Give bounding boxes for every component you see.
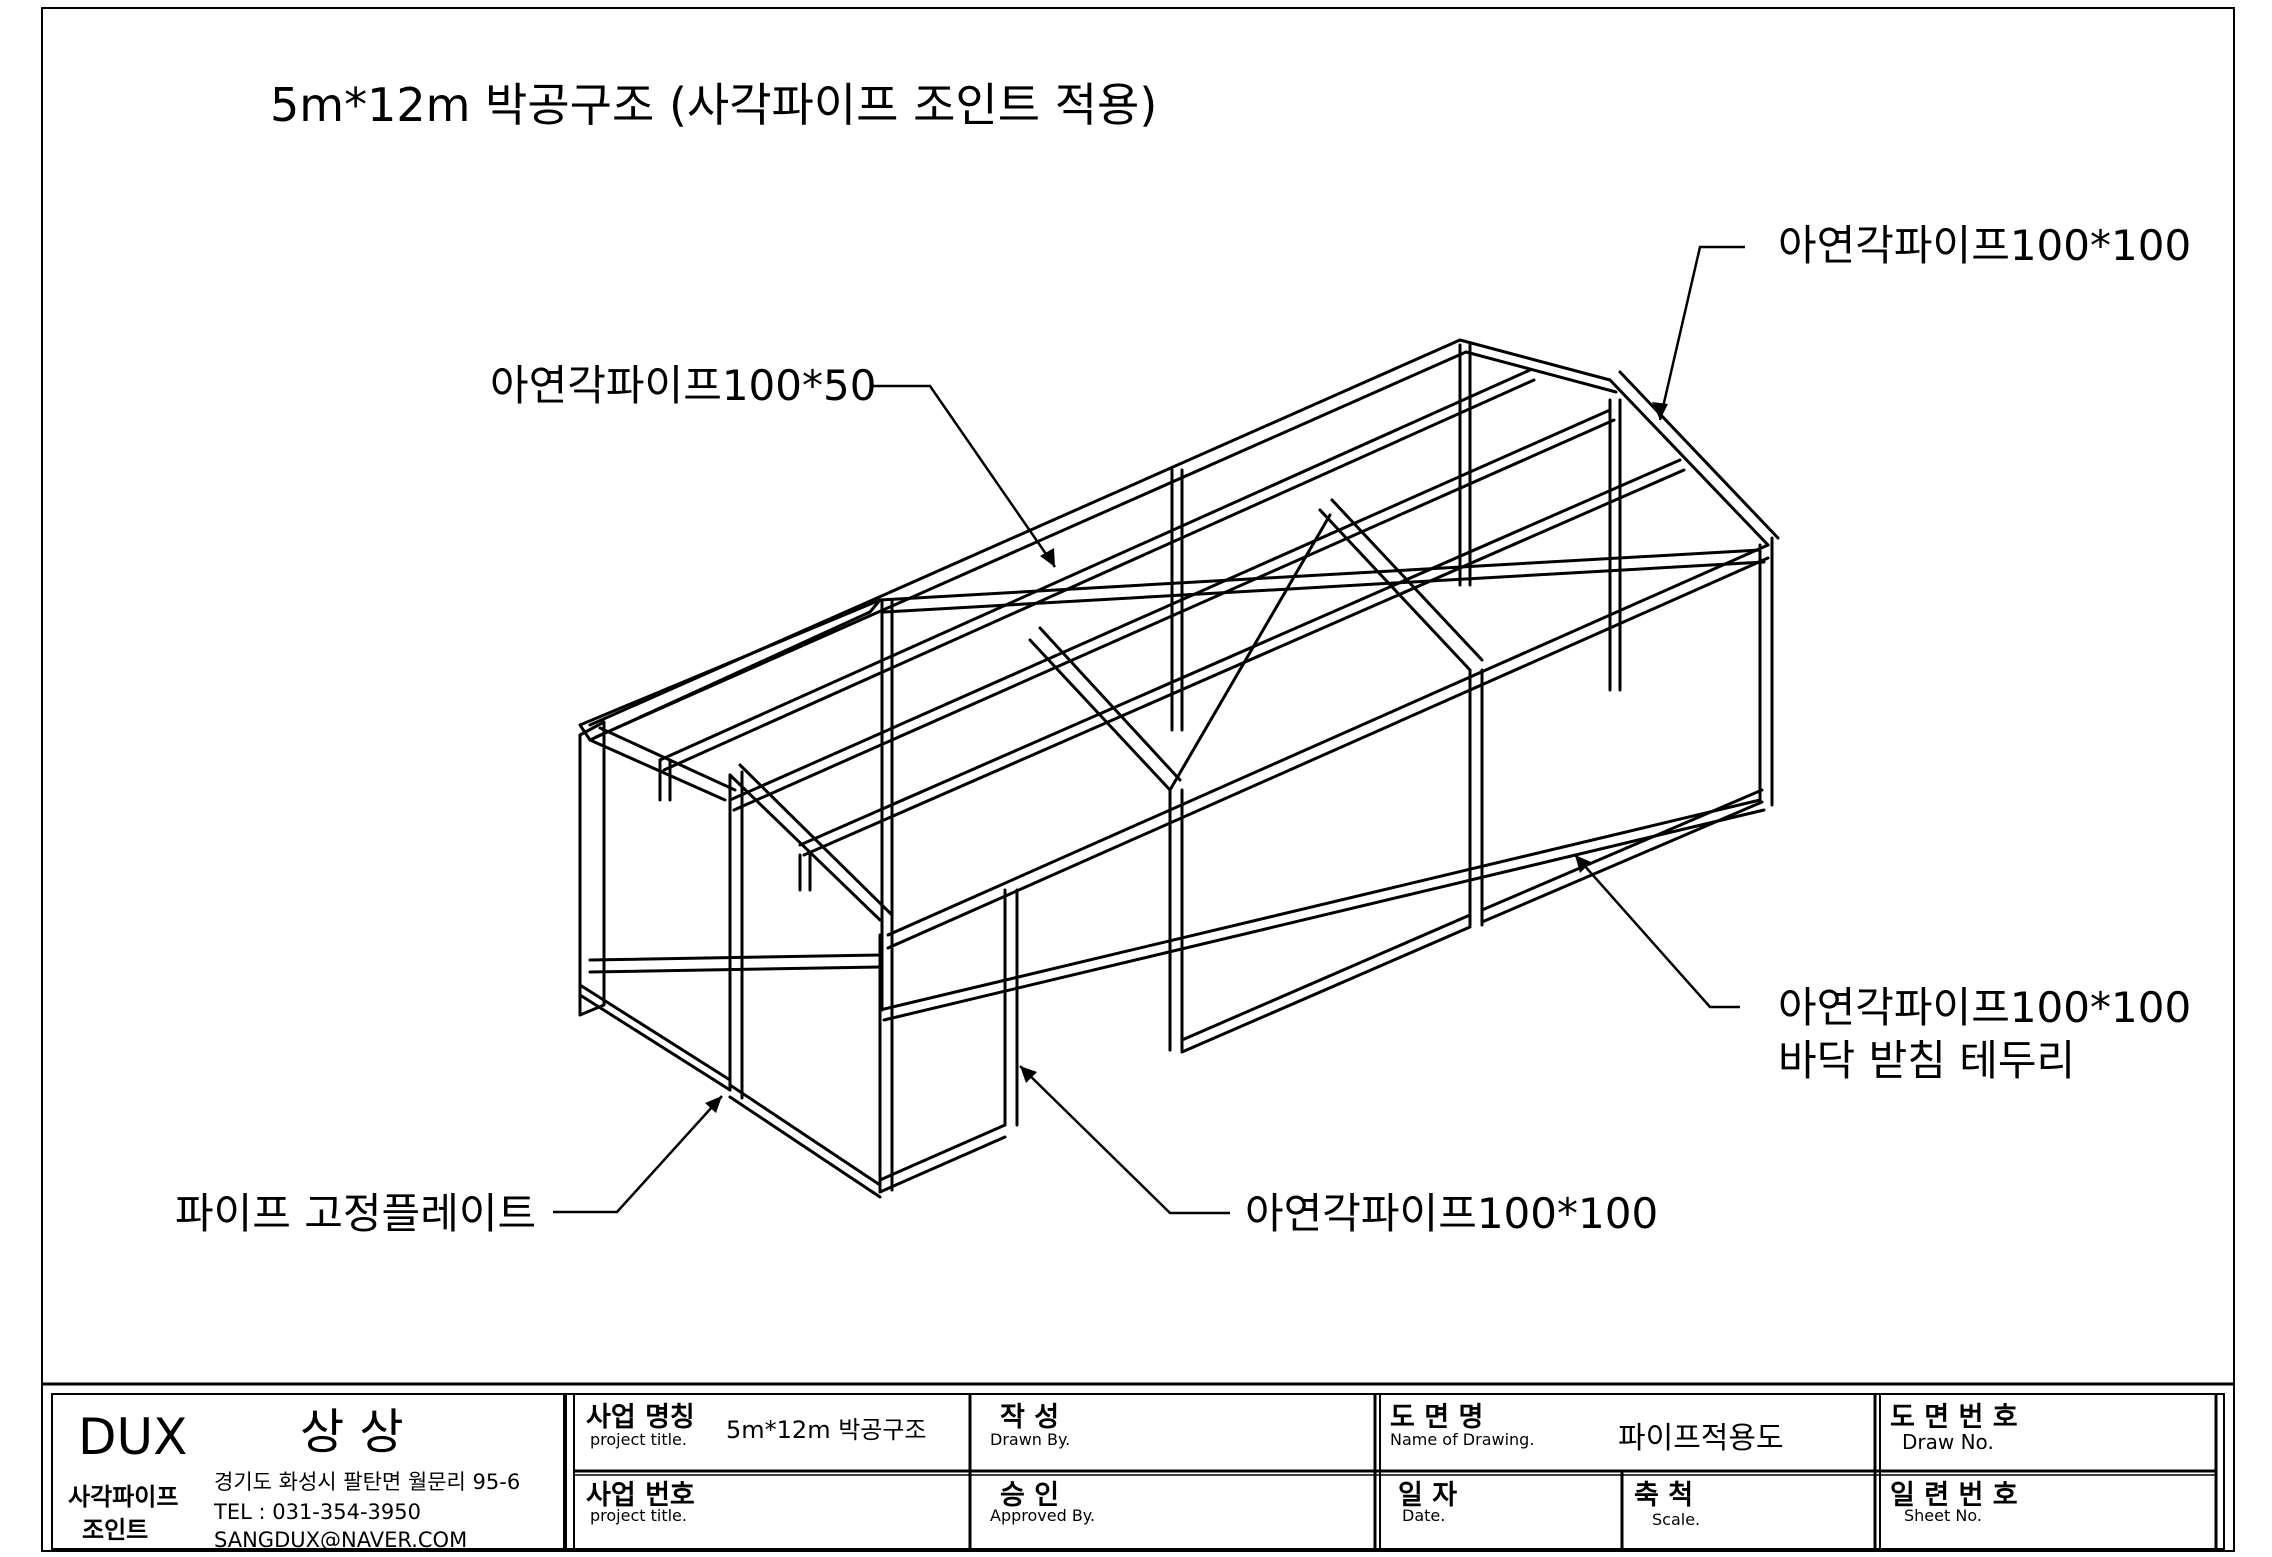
company-tel: TEL : 031-354-3950 — [214, 1500, 421, 1524]
company-email: SANGDUX@NAVER.COM — [214, 1528, 468, 1552]
date-sub: Date. — [1402, 1506, 1446, 1525]
company-product-line2: 조인트 — [82, 1516, 149, 1544]
drawn-by-label: 작 성 — [1000, 1402, 1060, 1433]
sheet-number-label: 일 련 번 호 — [1890, 1480, 2018, 1511]
project-name-sub: project title. — [590, 1430, 687, 1449]
callout-right-line1: 아연각파이프100*100 — [1778, 983, 2192, 1032]
leader-bottom-left — [553, 1095, 723, 1214]
scale-sub: Scale. — [1652, 1510, 1701, 1529]
sheet-border — [41, 7, 2235, 1552]
title-block-frame — [42, 1382, 2234, 1550]
front-gable-1 — [728, 763, 1019, 1199]
front-base-rail — [1168, 788, 1764, 1054]
middle-gable — [1028, 513, 1332, 1052]
scale-label: 축 척 — [1634, 1480, 1694, 1511]
approved-by-label: 승 인 — [1000, 1480, 1060, 1511]
callout-right-line2: 바닥 받침 테두리 — [1778, 1036, 2076, 1085]
leader-top-left — [872, 384, 1057, 568]
frame-structure — [578, 338, 1780, 1199]
purlins — [658, 368, 1686, 857]
callout-top-left: 아연각파이프100*50 — [490, 361, 877, 410]
drawing-name-sub: Name of Drawing. — [1390, 1430, 1535, 1449]
drawing-name-value: 파이프적용도 — [1618, 1421, 1784, 1456]
leader-right — [1574, 854, 1740, 1009]
middle-gable-2 — [1318, 498, 1484, 927]
company-name: 상 상 — [300, 1404, 404, 1460]
project-name-value: 5m*12m 박공구조 — [726, 1416, 927, 1444]
leader-bottom-center — [1019, 1065, 1230, 1215]
company-product-line1: 사각파이프 — [68, 1483, 179, 1511]
front-eave-beam — [886, 543, 1770, 950]
drawing-name-label: 도 면 명 — [1390, 1402, 1484, 1433]
project-number-label: 사업 번호 — [586, 1480, 695, 1511]
project-number-sub: project title. — [590, 1506, 687, 1525]
approved-by-sub: Approved By. — [990, 1506, 1096, 1525]
callout-bottom-center: 아연각파이프100*100 — [1245, 1189, 1659, 1238]
date-label: 일 자 — [1398, 1480, 1458, 1511]
drawing-title: 5m*12m 박공구조 (사각파이프 조인트 적용) — [270, 78, 1158, 132]
leader-lines — [553, 245, 1745, 1215]
project-name-label: 사업 명칭 — [586, 1402, 695, 1433]
leader-top-right — [1658, 245, 1745, 421]
drawing-number-sub: Draw No. — [1902, 1430, 1994, 1454]
back-side-frame — [878, 343, 1766, 1022]
sheet-number-sub: Sheet No. — [1904, 1506, 1982, 1525]
company-brand: DUX — [78, 1408, 188, 1466]
left-end-wall — [578, 598, 882, 1092]
callout-bottom-left: 파이프 고정플레이트 — [175, 1189, 537, 1238]
drawing-number-label: 도 면 번 호 — [1890, 1402, 2018, 1433]
callout-top-right: 아연각파이프100*100 — [1778, 221, 2192, 270]
drawn-by-sub: Drawn By. — [990, 1430, 1071, 1449]
company-address: 경기도 화성시 팔탄면 월문리 95-6 — [214, 1470, 521, 1494]
right-end-gable — [1458, 338, 1780, 807]
